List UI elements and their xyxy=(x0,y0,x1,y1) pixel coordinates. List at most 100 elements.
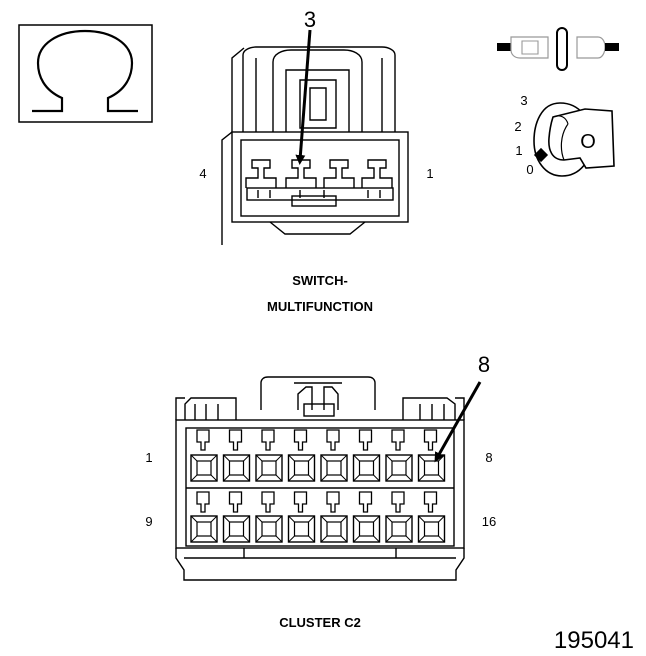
cluster-pin-top-right-label: 8 xyxy=(485,450,492,465)
cavity-bevel xyxy=(385,474,393,482)
switch-title-line1: SWITCH- xyxy=(292,273,348,288)
terminal-pin xyxy=(423,521,440,537)
cavity-bevel xyxy=(438,535,445,543)
cavity-key xyxy=(423,429,438,451)
cluster-callout-label: 8 xyxy=(478,352,490,377)
cavity-bevel xyxy=(418,515,425,523)
cavity-key xyxy=(196,491,210,513)
cavity-key xyxy=(326,429,340,451)
terminal-cavity-3 xyxy=(255,454,283,482)
cavity-bevel xyxy=(418,535,425,543)
cavity-key xyxy=(391,429,405,451)
cavity-key xyxy=(391,491,405,513)
terminal-cavity-8 xyxy=(417,454,446,482)
cavity-bevel xyxy=(255,535,263,543)
terminal-pin xyxy=(228,521,245,537)
cluster-cavities xyxy=(190,429,446,543)
cluster-pin-top-left-label: 1 xyxy=(145,450,152,465)
terminal-pin xyxy=(326,521,342,537)
cavity-bevel xyxy=(275,515,283,523)
cavity-bevel xyxy=(210,474,218,482)
ignition-position-1: 1 xyxy=(515,143,522,158)
cluster-callout-arrow xyxy=(434,381,482,463)
terminal-cavity-2 xyxy=(222,454,251,482)
switch-callout-label: 3 xyxy=(304,7,316,32)
cavity-key xyxy=(196,429,210,451)
cavity-bevel xyxy=(308,515,315,523)
cavity-bevel xyxy=(288,535,295,543)
cavity-bevel xyxy=(243,474,250,482)
cavity-bevel xyxy=(320,474,328,482)
terminal-pin xyxy=(391,460,407,476)
terminal-pin xyxy=(358,460,375,476)
cavity-key xyxy=(261,429,275,451)
terminal-cavity-7 xyxy=(385,454,413,482)
ohm-icon xyxy=(32,29,138,113)
cavity-bevel xyxy=(385,535,393,543)
cavity-bevel xyxy=(340,535,348,543)
terminal-cavity-15 xyxy=(385,515,413,543)
cavity-bevel xyxy=(308,474,315,482)
cavity-bevel xyxy=(190,535,198,543)
cavity-key xyxy=(293,491,308,513)
terminal-cavity-5 xyxy=(320,454,348,482)
terminal-pin xyxy=(261,521,277,537)
ignition-key-icon: O xyxy=(533,102,615,177)
terminal-pin xyxy=(293,460,310,476)
switch-pin-right-label: 1 xyxy=(426,166,433,181)
terminal-pin xyxy=(228,460,245,476)
switch-multifunction-connector xyxy=(221,46,409,245)
cavity-key xyxy=(228,491,243,513)
switch-pin-left-label: 4 xyxy=(199,166,206,181)
cavity-bevel xyxy=(243,535,250,543)
cavity-bevel xyxy=(353,535,360,543)
cavity-bevel xyxy=(223,515,230,523)
cavity-bevel xyxy=(385,515,393,523)
cavity-bevel xyxy=(405,535,413,543)
terminal-cavity-16 xyxy=(417,515,446,543)
terminal-pin xyxy=(293,521,310,537)
cavity-bevel xyxy=(308,454,315,462)
cavity-bevel xyxy=(275,535,283,543)
cluster-title: CLUSTER C2 xyxy=(279,615,361,630)
terminal-pin xyxy=(261,460,277,476)
terminal-pin xyxy=(196,521,212,537)
terminal-cavity-14 xyxy=(352,515,381,543)
cavity-bevel xyxy=(405,515,413,523)
cavity-bevel xyxy=(255,515,263,523)
cavity-bevel xyxy=(190,474,198,482)
key-label: O xyxy=(580,131,596,153)
cavity-bevel xyxy=(243,454,250,462)
terminal-pin xyxy=(423,460,440,476)
terminal-cavity-6 xyxy=(352,454,381,482)
cluster-pin-bottom-right-label: 16 xyxy=(482,514,496,529)
cavity-bevel xyxy=(320,515,328,523)
terminal-cavity-9 xyxy=(190,515,218,543)
cavity-bevel xyxy=(373,515,380,523)
cluster-pin-bottom-left-label: 9 xyxy=(145,514,152,529)
terminal-pin xyxy=(196,460,212,476)
cavity-bevel xyxy=(405,454,413,462)
cavity-bevel xyxy=(418,454,425,462)
terminal-pin xyxy=(391,521,407,537)
switch-terminals xyxy=(245,159,394,207)
cavity-bevel xyxy=(353,515,360,523)
figure-number: 195041 xyxy=(554,627,634,654)
switch-title-line2: MULTIFUNCTION xyxy=(267,299,373,314)
cavity-bevel xyxy=(353,474,360,482)
terminal-pin xyxy=(358,521,375,537)
cavity-bevel xyxy=(373,474,380,482)
cavity-bevel xyxy=(255,474,263,482)
terminal-cavity-4 xyxy=(287,454,316,482)
cavity-bevel xyxy=(418,474,425,482)
cavity-bevel xyxy=(320,454,328,462)
ignition-position-2: 2 xyxy=(514,119,521,134)
cavity-bevel xyxy=(275,474,283,482)
cavity-bevel xyxy=(385,454,393,462)
cavity-bevel xyxy=(373,535,380,543)
cavity-bevel xyxy=(320,535,328,543)
terminal-cavity-12 xyxy=(287,515,316,543)
cavity-bevel xyxy=(255,454,263,462)
terminal-cavity-1 xyxy=(190,454,218,482)
